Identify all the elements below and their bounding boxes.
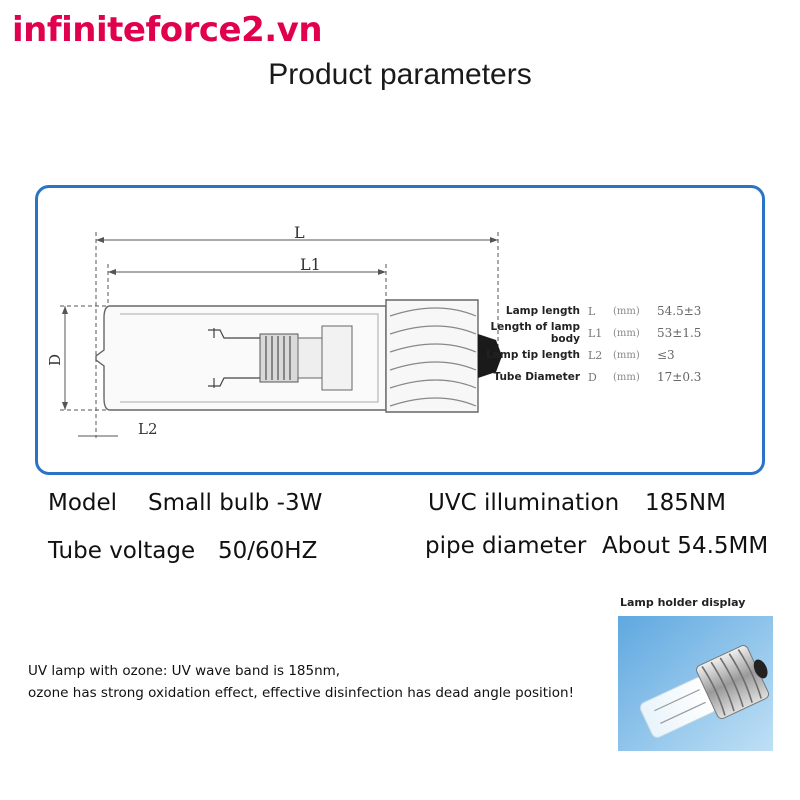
spec-row: Lamp tip length L2 (mm) ≤3	[470, 344, 760, 366]
filament	[208, 328, 268, 388]
note-line-1: UV lamp with ozone: UV wave band is 185n…	[28, 663, 341, 679]
spec-symbol: L2	[588, 348, 603, 362]
uvc-label: UVC illumination	[428, 490, 620, 516]
model-label: Model	[48, 490, 118, 516]
spec-symbol: L1	[588, 326, 603, 340]
voltage-label: Tube voltage	[48, 538, 196, 564]
spec-name: Lamp tip length	[486, 349, 580, 361]
label-L1: L1	[300, 255, 321, 274]
screw-base	[385, 299, 479, 413]
page-title: Product parameters	[268, 58, 532, 91]
spec-name: Tube Diameter	[493, 371, 580, 383]
ozone-note: UV lamp with ozone: UV wave band is 185n…	[28, 660, 574, 704]
lamp-tip	[478, 334, 502, 378]
holder-label: Lamp holder display	[620, 596, 746, 609]
label-L: L	[294, 223, 305, 242]
model-value: Small bulb -3W	[148, 490, 323, 516]
spec-table: Lamp length L (mm) 54.5±3 Length of lamp…	[470, 300, 760, 388]
lamp-holder-photo	[618, 616, 773, 751]
spec-symbol: D	[588, 370, 597, 384]
watermark-logo: infiniteforce2.vn	[12, 10, 323, 50]
tube-body	[95, 305, 387, 411]
label-D: D	[46, 354, 64, 366]
diagram-frame: L L1 D L2	[35, 185, 765, 475]
spec-row: Length of lamp body L1 (mm) 53±1.5	[470, 321, 760, 345]
spec-value: 17±0.3	[657, 370, 702, 384]
spec-unit: (mm)	[613, 305, 640, 317]
spec-value: 54.5±3	[657, 304, 702, 318]
lamp-diagram: L L1 D L2	[46, 223, 502, 438]
spec-name: Length of lamp body	[490, 321, 580, 345]
spec-unit: (mm)	[613, 371, 640, 383]
spec-name: Lamp length	[505, 305, 580, 317]
label-L2: L2	[138, 420, 158, 438]
voltage-value: 50/60HZ	[218, 538, 318, 564]
uvc-value: 185NM	[645, 490, 726, 516]
spec-value: ≤3	[657, 348, 675, 362]
spec-unit: (mm)	[613, 349, 640, 361]
spec-unit: (mm)	[613, 327, 640, 339]
spec-symbol: L	[588, 304, 596, 318]
spec-value: 53±1.5	[657, 326, 702, 340]
pipe-value: About 54.5MM	[602, 533, 769, 559]
pipe-label: pipe diameter	[425, 533, 587, 559]
spec-row: Lamp length L (mm) 54.5±3	[470, 300, 760, 322]
spec-row: Tube Diameter D (mm) 17±0.3	[470, 366, 760, 388]
note-line-2: ozone has strong oxidation effect, effec…	[28, 685, 575, 701]
